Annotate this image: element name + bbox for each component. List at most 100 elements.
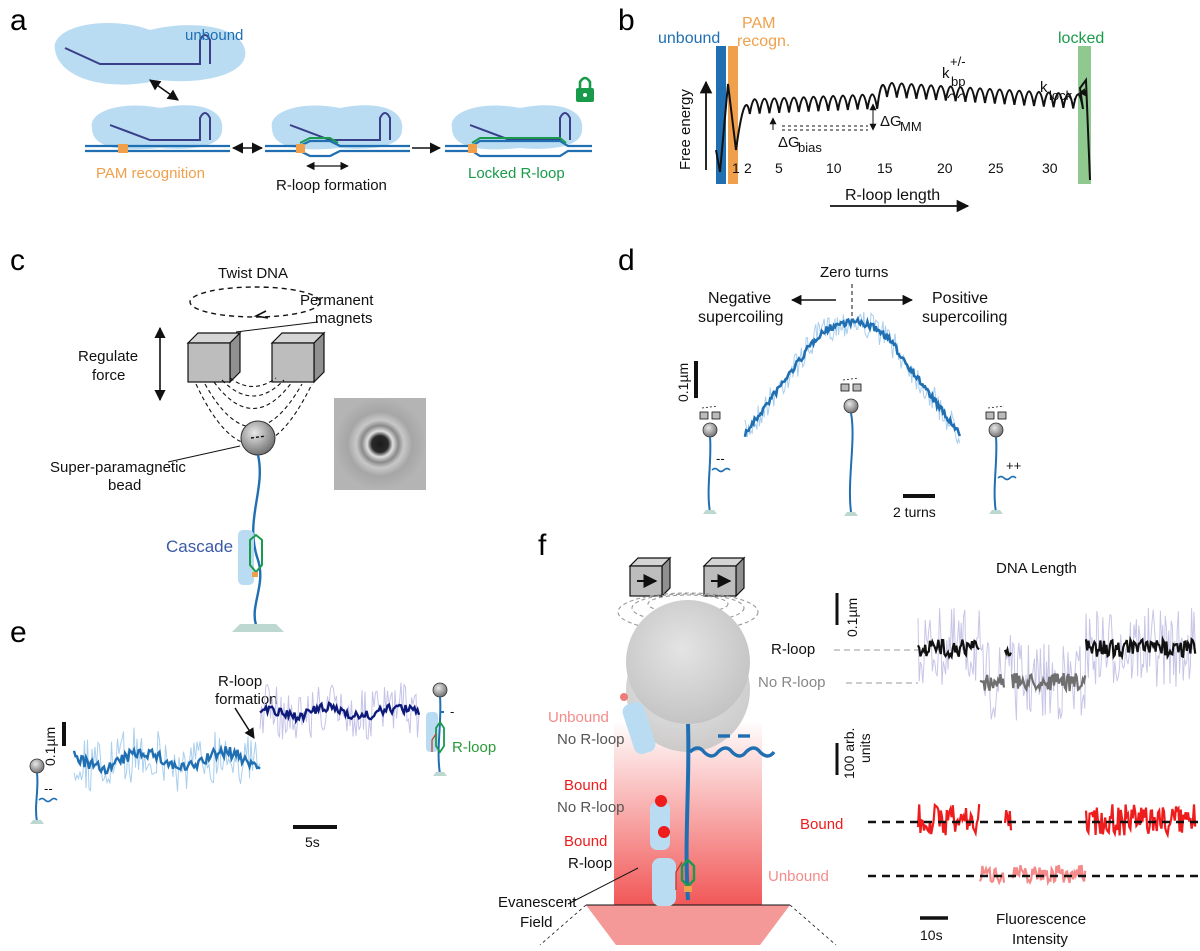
- label-twist-dna: Twist DNA: [218, 265, 288, 282]
- fluorescence-segment-2: [1003, 809, 1013, 831]
- pam-site-locked: [468, 144, 477, 153]
- panel-label-a: a: [10, 4, 27, 37]
- fluorescence-segment-4: [1084, 804, 1197, 839]
- dna-tether-c: [252, 454, 262, 626]
- cascade-cloud-pam: [91, 105, 223, 150]
- label-cascade: Cascade: [166, 537, 233, 556]
- panel-label-d: d: [618, 244, 635, 277]
- cascade-unbound-f: [622, 701, 656, 755]
- klock-base: k: [1040, 79, 1048, 96]
- locked-band: [1078, 46, 1091, 184]
- label-regulate: Regulate: [78, 348, 138, 365]
- state-3-line-1: Bound: [564, 833, 607, 850]
- length-segment-2: [1003, 645, 1012, 657]
- klock-sub: lock: [1049, 88, 1073, 103]
- supercoiling-trace-filtered: [743, 315, 962, 438]
- crrna-rloop: [289, 112, 391, 141]
- label-intensity: Intensity: [1012, 931, 1068, 948]
- label-e-scale-y: 0.1µm: [42, 727, 58, 766]
- label-zero-turns: Zero turns: [820, 264, 888, 281]
- evanescent-base: [586, 905, 790, 945]
- label-pam-recognition: PAM recognition: [96, 165, 205, 182]
- tick-label-1: 1: [732, 160, 740, 176]
- pam-c: [252, 572, 258, 577]
- paramagnetic-bead: [240, 420, 276, 456]
- magnet-f-left: [628, 556, 672, 598]
- dna-strand-locked-bottom: [445, 149, 592, 158]
- twist-arrowhead: [253, 310, 269, 319]
- dna-length-trace-raw: [917, 607, 1196, 721]
- dgmm-sub: MM: [900, 119, 922, 134]
- state-3-line-2: R-loop: [568, 855, 612, 872]
- pam-site: [118, 144, 128, 153]
- label-e-rloop: R-loop: [452, 739, 496, 756]
- label-e-scale-x: 5s: [305, 834, 320, 850]
- dgmm-base: ΔG: [880, 113, 902, 130]
- unbound-band: [716, 46, 726, 184]
- energy-landscape: [715, 77, 1091, 181]
- label-positive: Positive: [932, 290, 988, 307]
- kbp-base: k: [942, 65, 950, 82]
- label-magnets: magnets: [315, 310, 373, 327]
- klock-arrow: [1073, 88, 1087, 101]
- label-free-energy: Free energy: [677, 89, 694, 170]
- label-b-pam-1: PAM: [742, 15, 775, 32]
- label-b-unbound: unbound: [658, 30, 720, 47]
- trace-e-before-filtered: [72, 744, 261, 775]
- cascade-cloud-rloop: [271, 105, 403, 150]
- label-e-neg-mark: --: [44, 781, 53, 796]
- label-permanent: Permanent: [300, 292, 374, 309]
- state-2-line-1: Bound: [564, 777, 607, 794]
- fluorescence-segment-3: [1011, 864, 1087, 887]
- label-f-bound: Bound: [800, 816, 843, 833]
- cascade-bound-f: [650, 802, 670, 850]
- twist-ellipse: [189, 286, 321, 318]
- label-field: Field: [520, 914, 553, 931]
- panel-f: Unbound No R-loop Bound No R-loop Bound …: [498, 556, 1198, 948]
- magnet-f-right: [702, 556, 746, 598]
- mini-tether-e-right: - R-loop: [426, 682, 496, 776]
- cascade-cloud-unbound: [54, 22, 246, 85]
- kbp-sub: bp: [951, 74, 965, 89]
- crrna-pam: [109, 112, 211, 141]
- magnet-left: [186, 331, 242, 384]
- pam-band: [728, 46, 738, 184]
- displaced-strand: [675, 861, 683, 890]
- label-fluorescence: Fluorescence: [996, 911, 1086, 928]
- magnets-leader: [235, 321, 319, 333]
- plectoneme: [688, 746, 776, 758]
- dgbias-sub: bias: [798, 140, 822, 155]
- bead-moment: [250, 435, 267, 439]
- length-segment-3: [1010, 672, 1087, 694]
- label-f-length-scale: 0.1µm: [844, 598, 860, 637]
- state-1-line-2: No R-loop: [557, 731, 625, 748]
- mini-tether-zero: [840, 377, 862, 516]
- tick-label-10: 10: [826, 160, 842, 176]
- tick-label-20: 20: [937, 160, 953, 176]
- arrow-unbound-pam: [149, 79, 179, 101]
- label-d-pos-mark: ++: [1006, 458, 1021, 473]
- panel-label-c: c: [10, 244, 25, 277]
- panel-c: Twist DNA Permanent magnets Regulate for…: [50, 265, 426, 632]
- label-rloop-formation-e-1: R-loop: [218, 673, 262, 690]
- label-b-pam-2: recogn.: [737, 33, 790, 50]
- lock-icon: [576, 76, 594, 102]
- kbp-sup: +/-: [950, 54, 966, 69]
- label-d-scale-x: 2 turns: [893, 504, 936, 520]
- tick-label-2: 2: [744, 160, 752, 176]
- kbp-arrows: [947, 93, 967, 99]
- dna-strand-rloop-top: [265, 139, 410, 148]
- label-evanescent: Evanescent: [498, 894, 577, 911]
- label-d-neg-mark: --: [716, 451, 725, 466]
- tick-label-5: 5: [775, 160, 783, 176]
- trace-e-after-raw: [259, 682, 420, 741]
- label-b-locked: locked: [1058, 30, 1104, 47]
- dna-strand-rloop-bottom: [265, 149, 410, 158]
- panel-a: unbound PAM recognition R-loop formation…: [54, 22, 594, 194]
- mini-tether-positive: ++: [985, 405, 1021, 514]
- label-bead: bead: [108, 477, 141, 494]
- label-force: force: [92, 367, 125, 384]
- label-f-time: 10s: [920, 927, 943, 943]
- label-unbound: unbound: [185, 27, 243, 44]
